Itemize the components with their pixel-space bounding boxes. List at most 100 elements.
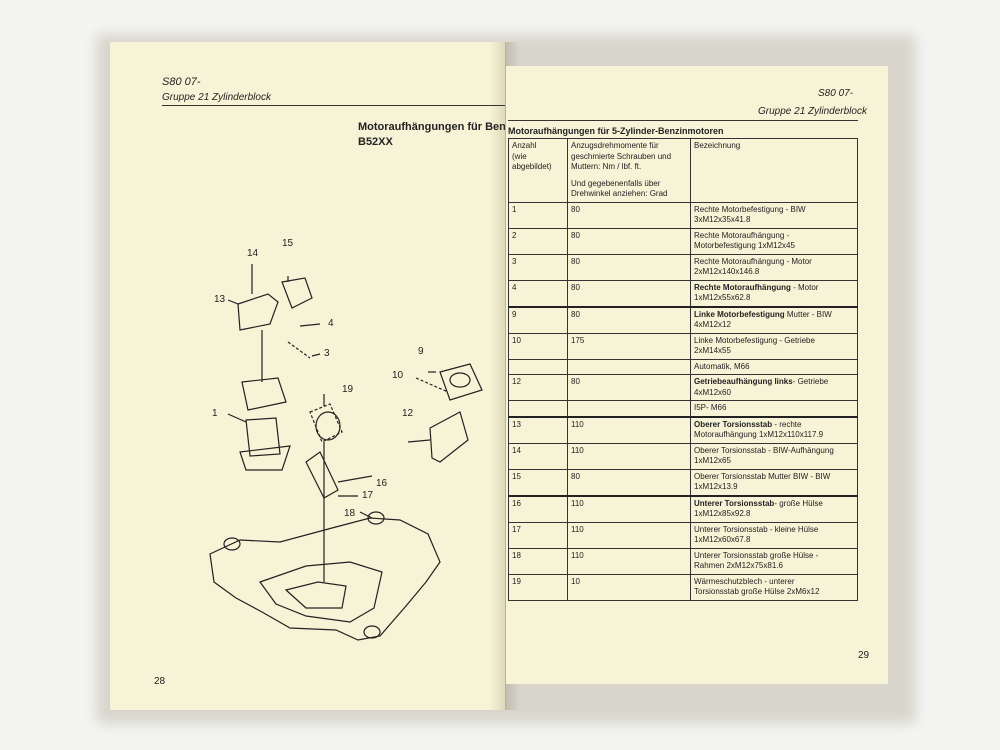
cell-torque: 80: [567, 306, 691, 334]
cell-text-line: - große Hülse: [774, 498, 823, 508]
cell-text-line: 2xM12x140x146.8: [694, 267, 760, 276]
cell-text-line: 1xM12x85x92.8: [694, 509, 751, 518]
table-header-row: Anzahl (wie abgebildet) Anzugsdrehmoment…: [508, 138, 858, 203]
bolt-13: [227, 299, 239, 305]
left-header-group: Gruppe 21 Zylinderblock: [162, 92, 271, 103]
cell-bold-label: Unterer Torsionsstab: [694, 498, 775, 508]
cell-text-line: Oberer Torsionsstab - BIW-Aufhängung: [694, 445, 834, 455]
cell-torque: 80: [567, 253, 691, 281]
diagram-title-line1: Motoraufhängungen für Benzinmotoren: [358, 121, 505, 133]
callout-15: 15: [282, 238, 294, 249]
cell-text-line: - Getriebe: [792, 377, 829, 386]
cell-anzahl: 1: [508, 201, 568, 229]
cell-bezeichnung: I5P- M66: [690, 400, 858, 417]
callout-10: 10: [392, 370, 404, 381]
right-page-number: 29: [858, 650, 870, 661]
table-title: Motoraufhängungen für 5-Zylinder-Benzinm…: [508, 126, 724, 136]
mount-bracket-upper: [237, 293, 279, 331]
right-page: S80 07- Gruppe 21 Zylinderblock Motorauf…: [506, 66, 888, 684]
torsion-bracket: [281, 277, 313, 309]
cell-text-line: 1xM12x55x62.8: [694, 293, 751, 302]
cell-text-line: - rechte: [772, 419, 802, 429]
cell-text-line: Motoraufhängung 1xM12x110x117.9: [694, 430, 824, 439]
cell-torque: 80: [567, 227, 691, 255]
torque-table: Anzahl (wie abgebildet) Anzugsdrehmoment…: [508, 138, 858, 601]
cell-torque: [567, 400, 691, 417]
cell-torque: 175: [567, 332, 691, 360]
header-bezeichnung: Bezeichnung: [690, 138, 858, 203]
cell-anzahl: 18: [508, 547, 568, 575]
table-row: I5P- M66: [508, 400, 858, 417]
subframe-centre: [259, 561, 383, 623]
cell-torque: 110: [567, 495, 691, 523]
cell-bold-label: Rechte Motoraufhängung: [694, 282, 791, 292]
cell-text-line: Unterer Torsionsstab - kleine Hülse: [694, 524, 819, 534]
callout-12: 12: [402, 408, 414, 419]
cell-torque: 80: [567, 468, 691, 496]
leader-3: [287, 341, 311, 359]
cell-text-line: 1xM12x13.9: [694, 482, 738, 491]
cell-torque: 10: [567, 573, 691, 601]
gearbox-mount-bracket: [429, 411, 469, 463]
cell-torque: 80: [567, 201, 691, 229]
cell-bezeichnung: Unterer Torsionsstab- große Hülse 1xM12x8…: [690, 495, 858, 523]
cell-anzahl: 3: [508, 253, 568, 281]
cell-anzahl: 19: [508, 573, 568, 601]
cell-bold-label: Linke Motorbefestigung: [694, 309, 785, 319]
cell-text-line: Unterer Torsionsstab große Hülse -: [694, 550, 819, 560]
cell-torque: 110: [567, 521, 691, 549]
cell-anzahl: 17: [508, 521, 568, 549]
cell-text-line: Rechte Motoraufhängung -: [694, 230, 790, 240]
diagram-title-line2: B52XX: [358, 136, 393, 148]
torsion-bar-outline: [309, 403, 343, 443]
cell-text-line: Rechte Motoraufhängung - Motor: [694, 256, 812, 266]
cell-text-line: Motorbefestigung 1xM12x45: [694, 241, 795, 250]
diagram-title: Motoraufhängungen für Benzinmotoren B52X…: [358, 120, 505, 150]
leader-10: [415, 377, 449, 393]
callout-19: 19: [342, 384, 354, 395]
right-header-rule: [508, 120, 858, 121]
cell-text-line: 1xM12x60x67.8: [694, 535, 751, 544]
cell-anzahl: [508, 400, 568, 417]
cell-anzahl: 15: [508, 468, 568, 496]
cell-torque: 110: [567, 547, 691, 575]
bolt-12: [407, 439, 431, 443]
cell-bold-label: Oberer Torsionsstab: [694, 419, 773, 429]
cell-anzahl: 10: [508, 332, 568, 360]
cell-text-line: - Motor: [790, 282, 819, 292]
subframe-mount-fr: [367, 511, 385, 525]
cell-torque: 80: [567, 279, 691, 307]
left-page: S80 07- Gruppe 21 Zylinderblock Motorauf…: [110, 42, 506, 710]
cell-text-line: Torsionsstab große Hülse 2xM6x12: [694, 587, 820, 596]
engine-mount-lower: [245, 417, 281, 457]
callout-4: 4: [328, 318, 334, 329]
callout-17: 17: [362, 490, 374, 501]
cell-torque: 110: [567, 442, 691, 470]
cell-bezeichnung: Unterer Torsionsstab große Hülse -Rahmen…: [690, 547, 858, 575]
cell-anzahl: 2: [508, 227, 568, 255]
cell-text-line: 4xM12x12: [694, 320, 731, 329]
subframe-outline: [209, 517, 441, 641]
cell-text-line: Automatik, M66: [694, 361, 750, 371]
cell-anzahl: 14: [508, 442, 568, 470]
cell-text-line: Linke Motorbefestigung - Getriebe: [694, 335, 815, 345]
cell-anzahl: 16: [508, 495, 568, 523]
cell-torque: [567, 358, 691, 375]
cell-text-line: 1xM12x65: [694, 456, 731, 465]
left-mount-bushing: [449, 372, 471, 388]
